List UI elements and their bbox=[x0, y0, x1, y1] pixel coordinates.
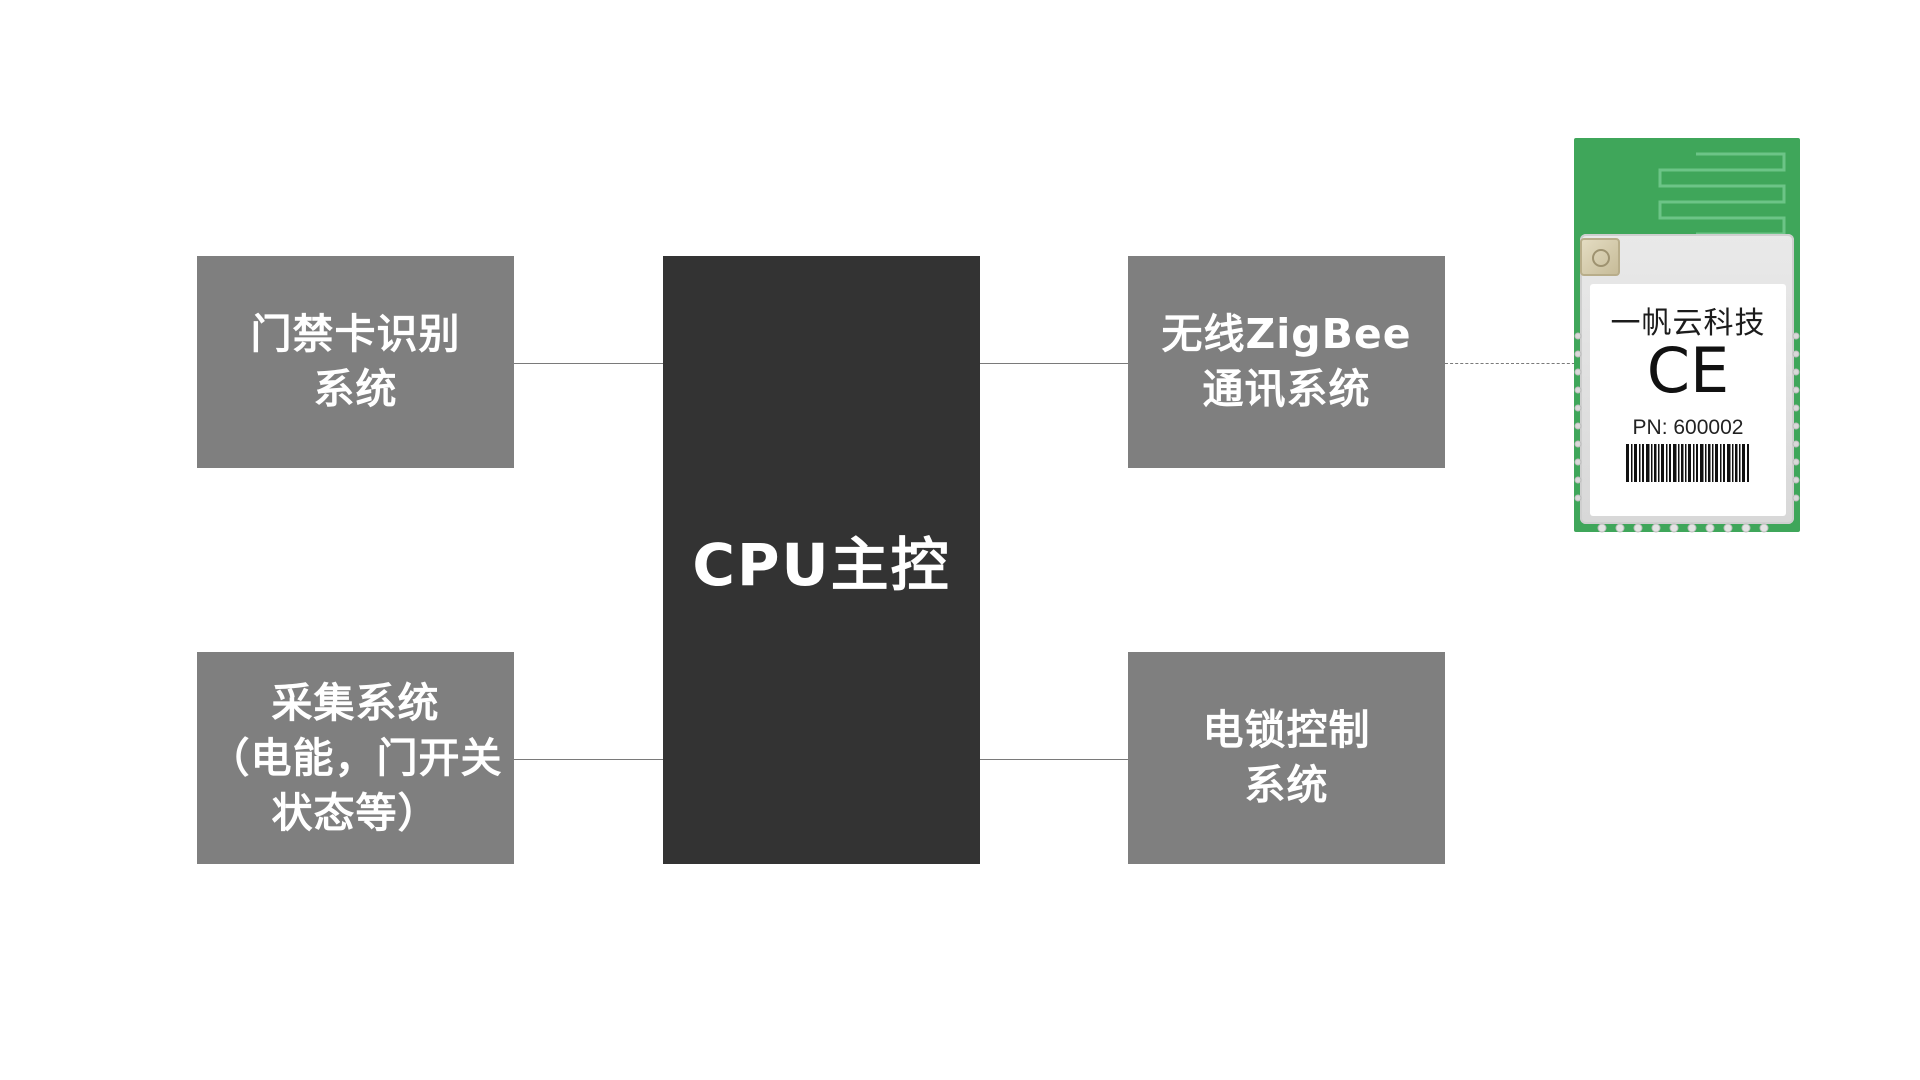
lock-control-label-line2: 系统 bbox=[1244, 761, 1329, 809]
zigbee-block: 无线ZigBee 通讯系统 bbox=[1128, 256, 1445, 468]
module-right-pins bbox=[1792, 332, 1800, 502]
zigbee-module-image: 一帆云科技 CE PN: 600002 bbox=[1574, 138, 1800, 533]
access-card-block: 门禁卡识别 系统 bbox=[197, 256, 514, 468]
access-card-label-line2: 系统 bbox=[313, 365, 398, 413]
antenna-pad-icon bbox=[1580, 238, 1620, 276]
module-bottom-pins bbox=[1597, 523, 1769, 533]
lock-control-label: 电锁控制 系统 bbox=[1203, 703, 1371, 813]
zigbee-label: 无线ZigBee 通讯系统 bbox=[1162, 307, 1412, 417]
access-card-label: 门禁卡识别 系统 bbox=[251, 307, 461, 417]
zigbee-label-line2: 通讯系统 bbox=[1202, 365, 1371, 413]
pcb-antenna-icon bbox=[1658, 152, 1786, 236]
cpu-label: CPU主控 bbox=[692, 531, 951, 599]
connector-cpu-to-zigbee bbox=[980, 363, 1128, 364]
module-left-pins bbox=[1574, 332, 1582, 502]
acquisition-label: 采集系统 （电能，门开关 状态等） bbox=[209, 676, 503, 841]
module-part-number: PN: 600002 bbox=[1632, 416, 1744, 439]
lock-control-label-line1: 电锁控制 bbox=[1202, 706, 1371, 754]
acquisition-label-line2: （电能，门开关 bbox=[208, 733, 503, 782]
module-company-name: 一帆云科技 bbox=[1610, 306, 1766, 341]
connector-acquisition-to-cpu bbox=[514, 759, 663, 760]
barcode-icon bbox=[1626, 444, 1749, 482]
zigbee-label-line1: 无线ZigBee bbox=[1161, 310, 1412, 358]
acquisition-label-line1: 采集系统 bbox=[271, 678, 440, 727]
lock-control-block: 电锁控制 系统 bbox=[1128, 652, 1445, 864]
ce-mark: CE bbox=[1646, 334, 1730, 407]
acquisition-block: 采集系统 （电能，门开关 状态等） bbox=[197, 652, 514, 864]
acquisition-label-line3: 状态等） bbox=[271, 788, 440, 837]
cpu-block: CPU主控 bbox=[663, 256, 980, 864]
access-card-label-line1: 门禁卡识别 bbox=[250, 310, 461, 358]
connector-access-to-cpu bbox=[514, 363, 663, 364]
connector-zigbee-to-module bbox=[1445, 363, 1580, 364]
connector-cpu-to-lock bbox=[980, 759, 1128, 760]
